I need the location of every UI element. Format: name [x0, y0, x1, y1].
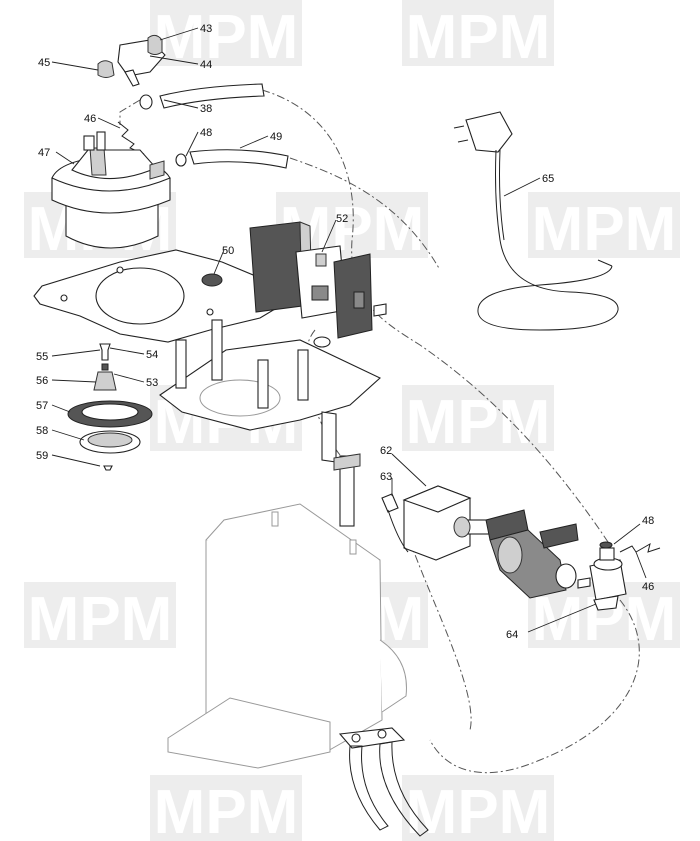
hose-38 [139, 83, 265, 110]
callout-38: 38 [200, 103, 212, 115]
watermark-text: MPM [406, 388, 551, 457]
pump-62 [402, 485, 493, 561]
callout-52: 52 [336, 213, 348, 225]
watermark-tile: MPM [150, 775, 302, 841]
watermark-text: MPM [406, 3, 551, 72]
hose-49 [175, 149, 289, 169]
connector-tube [333, 453, 361, 527]
callout-55: 55 [36, 351, 48, 363]
leader-lines [51, 27, 647, 633]
watermark-tile: MPM [24, 582, 176, 654]
callout-56: 56 [36, 375, 48, 387]
callout-62: 62 [380, 445, 392, 457]
base-frame [159, 319, 381, 463]
valve-parts-stack [93, 343, 117, 391]
screw-59 [103, 465, 113, 471]
grommet-50 [201, 273, 223, 287]
watermark-text: MPM [406, 778, 551, 841]
callout-53: 53 [146, 377, 158, 389]
callout-48: 48 [200, 127, 212, 139]
callout-45: 45 [38, 57, 50, 69]
callout-46-right: 46 [642, 581, 654, 593]
callout-48-right: 48 [642, 515, 654, 527]
callout-63: 63 [380, 471, 392, 483]
control-board-52 [249, 221, 387, 348]
watermark-text: MPM [28, 585, 173, 654]
valve-64 [577, 541, 627, 611]
callout-49: 49 [270, 131, 282, 143]
watermark-tile: MPM [402, 385, 554, 457]
callout-47: 47 [38, 147, 50, 159]
watermark-text: MPM [532, 195, 677, 264]
callout-44: 44 [200, 59, 212, 71]
shower-disc-58 [79, 430, 141, 454]
callout-46: 46 [84, 113, 96, 125]
callout-64: 64 [506, 629, 518, 641]
clamp-assembly [97, 34, 166, 87]
watermark-tile: MPM [150, 0, 302, 72]
bottom-connector [338, 727, 429, 837]
watermark-tile: MPM [528, 192, 680, 264]
callout-57: 57 [36, 400, 48, 412]
callout-59: 59 [36, 450, 48, 462]
boiler-47 [51, 131, 171, 249]
watermark-tile: MPM [402, 775, 554, 841]
power-cord-65 [453, 111, 619, 331]
callout-50: 50 [222, 245, 234, 257]
watermark-text: MPM [154, 3, 299, 72]
watermark-tile: MPM [402, 0, 554, 72]
pump-body [485, 509, 579, 599]
main-housing [167, 503, 407, 769]
clip-46-right [619, 542, 661, 553]
callout-43: 43 [200, 23, 212, 35]
clip-46 [117, 121, 145, 155]
callout-54: 54 [146, 349, 158, 361]
callout-labels: 43 44 45 38 46 48 49 47 65 52 50 55 54 5… [36, 23, 654, 641]
callout-65: 65 [542, 173, 554, 185]
callout-58: 58 [36, 425, 48, 437]
tube-63 [381, 493, 409, 553]
ring-gasket-57 [67, 400, 153, 428]
watermark-text: MPM [154, 778, 299, 841]
